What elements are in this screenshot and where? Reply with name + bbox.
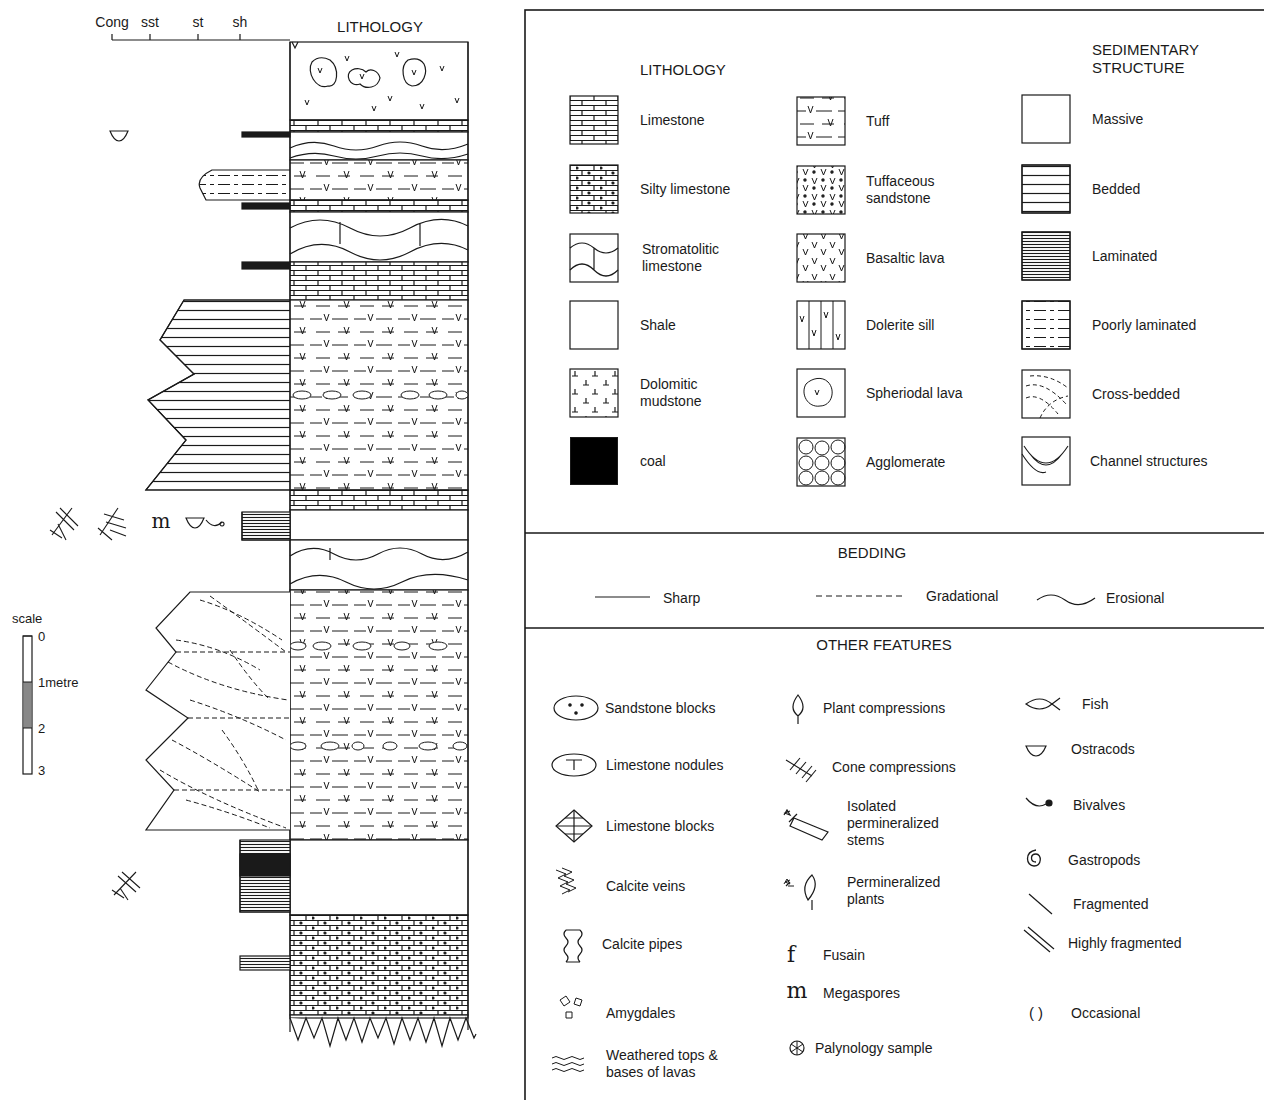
label: OTHER FEATURES [816, 636, 952, 654]
legend-text: Spheriodal lava [866, 385, 963, 402]
legend-text: Calcite pipes [602, 936, 682, 953]
legend-text: Tuffaceous sandstone [866, 173, 966, 207]
legend-text: Amygdales [606, 1005, 675, 1022]
legend-text: Fusain [823, 947, 865, 964]
legend-text: Palynology sample [815, 1040, 933, 1057]
label: LITHOLOGY [640, 61, 726, 79]
legend-text: Megaspores [823, 985, 900, 1002]
legend-text: Limestone blocks [606, 818, 714, 835]
legend-text: Stromatolitic limestone [642, 241, 752, 275]
legend-text: Sandstone blocks [605, 700, 716, 717]
label: st [193, 14, 204, 31]
label: scale [12, 611, 42, 627]
legend-text: Cone compressions [832, 759, 956, 776]
legend-text: Gradational [926, 588, 998, 605]
label: sh [233, 14, 248, 31]
legend-text: Gastropods [1068, 852, 1140, 869]
legend-text: coal [640, 453, 666, 470]
legend-text: Highly fragmented [1068, 935, 1182, 952]
legend-text: Agglomerate [866, 454, 945, 471]
legend-text: Tuff [866, 113, 889, 130]
legend-text: Cross-bedded [1092, 386, 1180, 403]
label: ( ) [1029, 1004, 1043, 1022]
legend-text: Silty limestone [640, 181, 730, 198]
legend-text: Permineralized plants [847, 874, 967, 908]
legend-text: Erosional [1106, 590, 1164, 607]
legend-text: Dolerite sill [866, 317, 934, 334]
legend-text: Limestone [640, 112, 705, 129]
legend-text: Occasional [1071, 1005, 1140, 1022]
legend-text: Weathered tops & bases of lavas [606, 1047, 746, 1081]
legend-text: Poorly laminated [1092, 317, 1196, 334]
label: f [787, 942, 795, 968]
legend-text: Ostracods [1071, 741, 1135, 758]
legend-text: Plant compressions [823, 700, 945, 717]
legend-text: Channel structures [1090, 453, 1208, 470]
legend-text: Laminated [1092, 248, 1157, 265]
legend-text: Calcite veins [606, 878, 685, 895]
legend-text: Fish [1082, 696, 1108, 713]
label: 1metre [38, 675, 78, 691]
legend-text: Limestone nodules [606, 757, 724, 774]
label: SEDIMENTARY STRUCTURE [1092, 41, 1227, 77]
legend-text: Bivalves [1073, 797, 1125, 814]
legend-text: Bedded [1092, 181, 1140, 198]
label: LITHOLOGY [337, 18, 423, 36]
label: BEDDING [838, 544, 906, 562]
label: 0 [38, 629, 45, 645]
legend-text: Fragmented [1073, 896, 1148, 913]
label: 3 [38, 763, 45, 779]
legend-swatch [570, 437, 618, 485]
legend-text: Massive [1092, 111, 1143, 128]
label: 2 [38, 721, 45, 737]
legend-text: Basaltic lava [866, 250, 945, 267]
label: m [152, 509, 171, 533]
legend-text: Dolomitic mudstone [640, 376, 740, 410]
label: sst [141, 14, 159, 31]
legend-text: Isolated permineralized stems [847, 798, 967, 849]
label: m [787, 978, 808, 1004]
legend-text: Shale [640, 317, 676, 334]
legend-text: Sharp [663, 590, 700, 607]
label: Cong [95, 14, 128, 31]
